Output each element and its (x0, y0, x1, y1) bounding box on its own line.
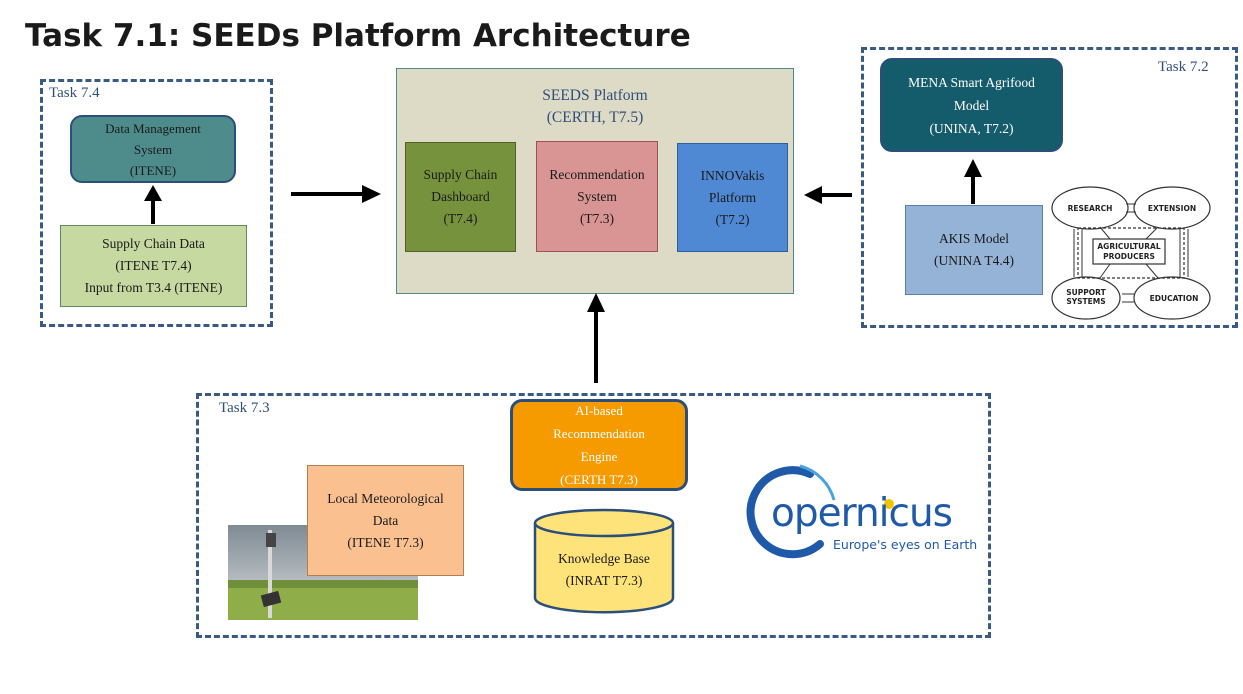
akis-line-2: (UNINA T4.4) (934, 253, 1014, 268)
meteo-line-1: Local Meteorological (327, 490, 444, 506)
ai-line-1: AI-based (575, 403, 623, 418)
dashboard-line-1: Supply Chain (423, 167, 498, 182)
task-7-2-group (861, 47, 1238, 328)
mena-line-3: (UNINA, T7.2) (929, 120, 1014, 136)
dashboard-line-3: (T7.4) (443, 211, 478, 226)
akis-producers-label-2: PRODUCERS (1103, 252, 1155, 261)
recsys-line-1: Recommendation (549, 166, 645, 182)
seeds-platform-heading: SEEDS Platform (CERTH, T7.5) (396, 84, 794, 130)
arrow-task72-to-platform-head (804, 186, 822, 204)
akis-extension-label: EXTENSION (1148, 204, 1196, 213)
arrow-task74-to-platform-head (362, 185, 381, 203)
dms-line-2: System (133, 141, 173, 157)
task-7-2-label: Task 7.2 (1158, 59, 1209, 75)
scd-line-2: (ITENE T7.4) (115, 258, 192, 273)
mena-smart-agrifood-box: MENA Smart Agrifood Model (UNINA, T7.2) (880, 58, 1063, 152)
page-title: Task 7.1: SEEDs Platform Architecture (25, 18, 691, 54)
akis-research-label: RESEARCH (1068, 204, 1113, 213)
local-meteorological-data-box: Local Meteorological Data (ITENE T7.3) (307, 465, 464, 576)
scd-line-1: Supply Chain Data (102, 236, 205, 251)
ai-line-4: (CERTH T7.3) (560, 472, 638, 487)
dms-line-1: Data Management (105, 120, 201, 136)
ai-line-2: Recommendation (553, 426, 645, 441)
task-7-3-label: Task 7.3 (219, 400, 270, 416)
akis-support-label-1: SUPPORT (1066, 288, 1106, 297)
arrow-scd-to-dms-head (144, 185, 162, 201)
ai-line-3: Engine (580, 449, 618, 464)
akis-model-box: AKIS Model (UNINA T4.4) (905, 205, 1043, 295)
recsys-line-3: (T7.3) (579, 210, 615, 226)
copernicus-logo (746, 464, 894, 559)
knowledge-base-cylinder (533, 508, 675, 614)
innovakis-line-3: (T7.2) (715, 211, 750, 227)
innovakis-line-2: Platform (708, 189, 757, 205)
innovakis-platform-box: INNOVakis Platform (T7.2) (677, 143, 788, 252)
akis-producers-label-1: AGRICULTURAL (1097, 242, 1160, 251)
platform-subtitle: (CERTH, T7.5) (546, 109, 644, 126)
meteo-line-2: Data (372, 512, 399, 528)
arrow-akis-to-mena-head (964, 159, 982, 177)
kb-line-1: Knowledge Base (558, 551, 650, 566)
scd-line-3: Input from T3.4 (ITENE) (84, 280, 223, 295)
innovakis-line-1: INNOVakis (700, 167, 765, 183)
mena-line-1: MENA Smart Agrifood (908, 74, 1035, 90)
akis-support-label-2: SYSTEMS (1066, 297, 1105, 306)
copernicus-tagline: Europe's eyes on Earth (833, 537, 978, 552)
meteo-line-3: (ITENE T7.3) (347, 534, 424, 550)
ai-recommendation-engine-box: AI-based Recommendation Engine (CERTH T7… (510, 399, 688, 491)
knowledge-base-label: Knowledge Base (INRAT T7.3) (535, 547, 673, 593)
supply-chain-data-box: Supply Chain Data (ITENE T7.4) Input fro… (60, 225, 247, 307)
supply-chain-dashboard-box: Supply Chain Dashboard (T7.4) (405, 142, 516, 252)
task-7-4-label: Task 7.4 (49, 85, 100, 101)
kb-line-2: (INRAT T7.3) (565, 573, 643, 588)
recsys-line-2: System (577, 188, 617, 204)
akis-diagram-illustration: RESEARCH EXTENSION AGRICULTURAL PRODUCER… (1051, 186, 1211, 320)
akis-line-1: AKIS Model (938, 231, 1010, 246)
dms-line-3: (ITENE) (129, 162, 177, 178)
platform-title: SEEDS Platform (542, 87, 648, 104)
dashboard-line-2: Dashboard (431, 189, 490, 204)
recommendation-system-box: Recommendation System (T7.3) (536, 141, 658, 252)
data-management-system-box: Data Management System (ITENE) (70, 115, 236, 183)
task-7-4-group (40, 79, 273, 327)
akis-education-label: EDUCATION (1150, 294, 1199, 303)
task-7-3-group (196, 393, 991, 638)
arrow-task73-to-platform-head (587, 293, 605, 312)
mena-line-2: Model (953, 97, 990, 113)
copernicus-wordmark: opernicus (771, 491, 953, 536)
